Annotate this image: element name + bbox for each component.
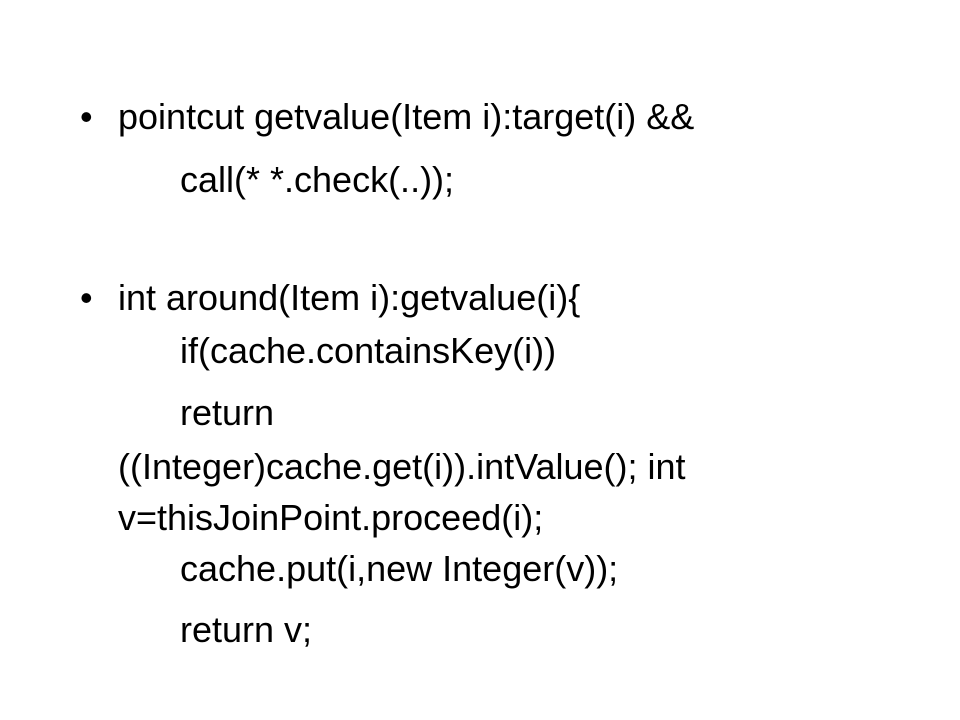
code-line-return: return xyxy=(180,392,275,433)
code-line-cache-put: cache.put(i,new Integer(v)); xyxy=(180,548,619,589)
code-line-around: int around(Item i):getvalue(i){ xyxy=(118,277,581,318)
bullet-2-marker: • xyxy=(80,277,93,318)
code-line-proceed: v=thisJoinPoint.proceed(i); xyxy=(118,497,544,538)
code-line-call: call(* *.check(..)); xyxy=(180,159,455,200)
code-line-return-v: return v; xyxy=(180,609,313,650)
bullet-1-marker: • xyxy=(80,96,93,137)
code-line-if: if(cache.containsKey(i)) xyxy=(180,330,557,371)
code-line-pointcut: pointcut getvalue(Item i):target(i) && xyxy=(118,96,695,137)
code-line-intvalue: ((Integer)cache.get(i)).intValue(); int xyxy=(118,446,686,487)
